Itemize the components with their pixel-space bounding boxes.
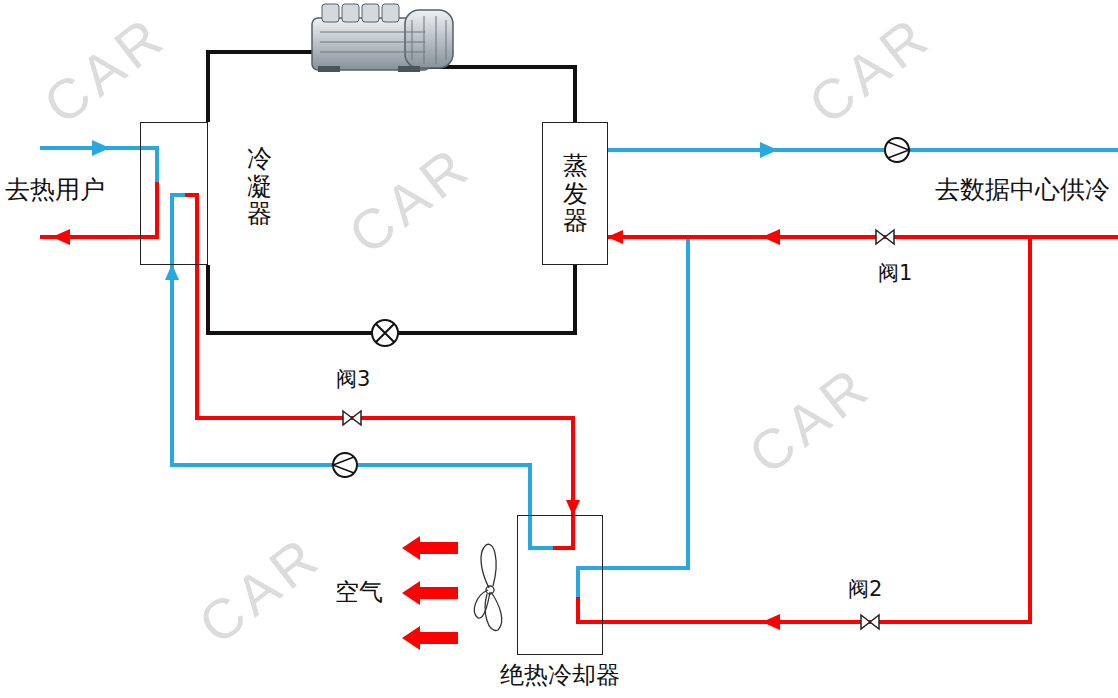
valve-label: 阀3 [336,368,370,391]
watermark: CAR [32,4,177,136]
expansion-valve-symbol [372,320,398,346]
cylinder-head [382,4,399,22]
watermark: CAR [337,134,482,266]
coil [530,515,553,548]
adiabatic-cooler-box: 绝热冷却器 [517,515,603,655]
compressor-foot [398,66,420,72]
pump-wedge [888,142,909,158]
chilled-return-pipe [688,235,1118,239]
return-water-pipe [608,235,688,239]
valve-label: 阀1 [878,262,912,285]
branch-pipe [603,237,1030,622]
fan-blade [485,592,502,630]
flow-arrow [52,229,70,245]
node-label: 绝热冷却器 [500,662,620,688]
evaporator-box: 蒸发器 [542,122,608,265]
watermark: CAR [797,4,942,136]
coil [553,515,573,548]
cooled-water-pipe [172,265,530,515]
coil [578,597,603,622]
connector [172,265,530,515]
air-arrow [402,626,458,650]
watermark: CAR [737,354,882,486]
valve-circle [372,320,398,346]
cylinder-head [342,4,359,22]
fan-blade [481,544,496,588]
coil [578,568,603,597]
valve-cross [376,324,394,342]
flow-arrow [92,140,110,156]
cooler-coils [530,515,603,622]
destination-label: 去数据中心供冷 [935,176,1110,204]
fan-hub [486,586,494,594]
inner-pipe [185,195,197,265]
connector [603,237,688,568]
pump-wedge [333,457,354,473]
compressor-foot [318,66,340,72]
fan-blade [474,590,490,618]
valve-label: 阀2 [848,578,882,601]
air-arrow [402,536,458,560]
connector [197,265,573,515]
cylinder-head [362,4,379,22]
flow-arrow [762,229,780,245]
pump-symbol [885,138,909,162]
flow-arrow [762,614,780,630]
valve-symbol [861,615,879,629]
watermark: CAR [187,524,332,656]
inner-pipe [172,195,185,265]
pump-circle [885,138,909,162]
data-center-pipes [603,150,1118,622]
fan-symbol [474,544,501,630]
destination-label: 去热用户 [5,176,105,204]
pump-symbol [333,453,357,477]
air-label: 空气 [335,579,383,605]
hot-water-pipe [197,265,573,515]
valve-symbol [876,230,894,244]
compressor-fins [320,16,446,64]
cylinder-head [322,4,339,22]
node-label: 冷凝器 [247,145,272,228]
pump-circle [333,453,357,477]
chilled-supply-pipe [608,148,1118,152]
node-label: 蒸发器 [563,152,588,235]
flow-arrow [760,142,778,158]
compressor-illustration [312,4,453,72]
cooled-water-pipe [603,237,688,568]
heat-user-pipes [40,148,197,265]
air-arrow [402,581,458,605]
valve-symbol [343,411,361,425]
condenser-box: 冷凝器 [140,122,208,265]
